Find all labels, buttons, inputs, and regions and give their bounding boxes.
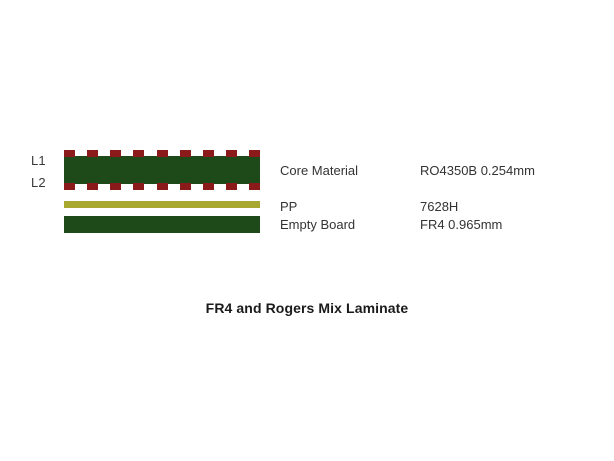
copper-pad [179, 150, 191, 157]
core-dielectric-fill [64, 156, 260, 184]
annotation-prepreg-name: PP [280, 199, 298, 214]
copper-pad [249, 183, 260, 190]
copper-pad [202, 150, 214, 157]
copper-pad [110, 150, 122, 157]
prepreg-layer-bar [64, 201, 260, 208]
empty-board-layer-bar [64, 216, 260, 233]
copper-layer-l1 [64, 150, 260, 157]
copper-pad [202, 183, 214, 190]
copper-pad [156, 150, 168, 157]
copper-pad [87, 150, 99, 157]
annotation-empty-board-name: Empty Board [280, 217, 356, 232]
copper-pad [225, 183, 237, 190]
copper-pad [156, 183, 168, 190]
annotation-core-material-name: Core Material [280, 163, 359, 178]
copper-pad [64, 150, 75, 157]
annotation-core-material-value: RO4350B 0.254mm [420, 163, 535, 178]
copper-pad [64, 183, 75, 190]
copper-pad [179, 183, 191, 190]
copper-pad [133, 183, 145, 190]
core-material-block [64, 150, 260, 190]
copper-pad [225, 150, 237, 157]
copper-layer-l2 [64, 183, 260, 190]
copper-pad [133, 150, 145, 157]
copper-pad [87, 183, 99, 190]
annotation-prepreg-value: 7628H [420, 199, 459, 214]
layer-label-l2: L2 [31, 175, 46, 190]
copper-pad [110, 183, 122, 190]
layer-label-l1: L1 [31, 153, 46, 168]
annotation-empty-board-value: FR4 0.965mm [420, 217, 503, 232]
copper-pad [249, 150, 260, 157]
diagram-caption: FR4 and Rogers Mix Laminate [205, 300, 409, 316]
